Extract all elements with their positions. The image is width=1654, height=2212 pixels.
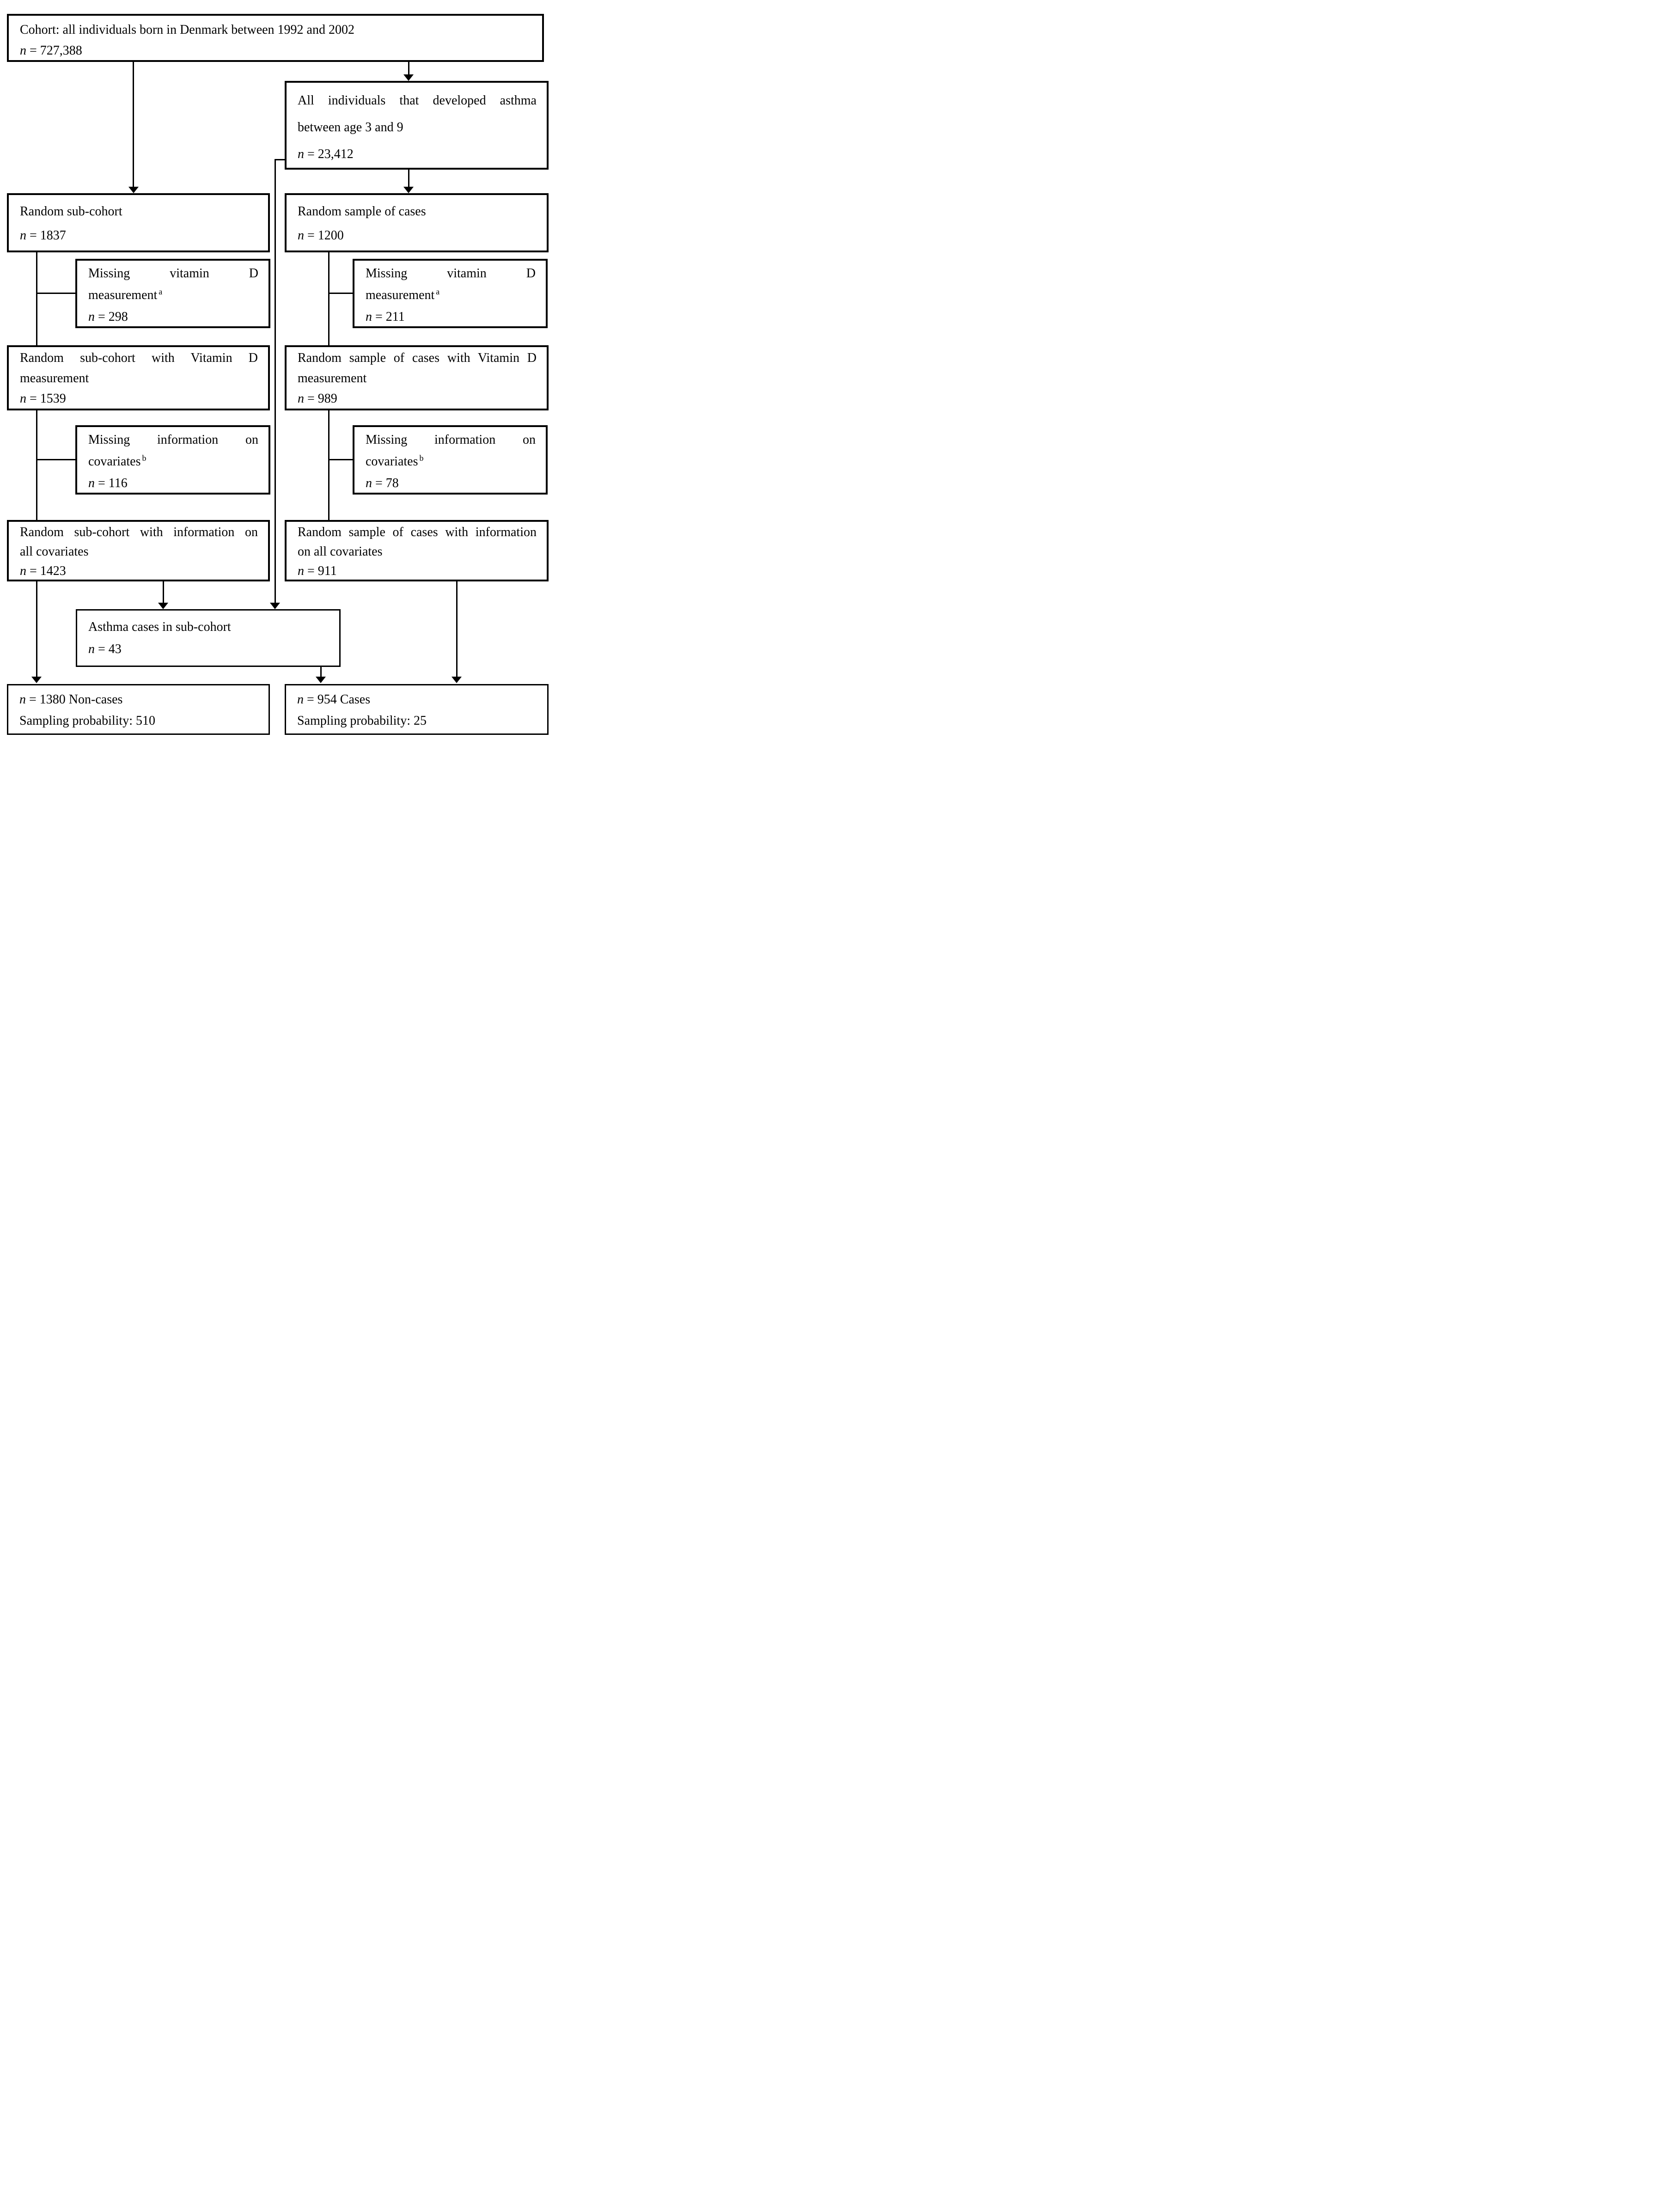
flow-line-subcov-to-asthmasub	[163, 581, 164, 603]
box-subcohort-covariates-label1: Random sub-cohort with information on	[20, 525, 258, 539]
box-asthma-in-subcohort: Asthma cases in sub-cohort n = 43	[76, 609, 341, 667]
exclusion-stub-right-2	[328, 459, 353, 460]
exclusion-stub-left-2	[36, 459, 75, 460]
box-subcohort-vitd-label2: measurement	[20, 371, 89, 385]
box-random-cases: Random sample of cases n = 1200	[285, 193, 549, 252]
box-missing-cov-right-n: n = 78	[366, 476, 399, 490]
box-missing-vitd-right-label1: Missing vitamin D	[366, 266, 536, 281]
arrow-head-down	[31, 677, 42, 683]
box-cohort: Cohort: all individuals born in Denmark …	[7, 14, 544, 62]
box-cases-final: n = 954 Cases Sampling probability: 25	[285, 684, 549, 735]
arrow-head-down	[403, 187, 414, 193]
box-missing-vitd-left-label1: Missing vitamin D	[88, 266, 258, 281]
box-asthma-in-subcohort-label: Asthma cases in sub-cohort	[88, 620, 231, 634]
box-cases-covariates-n: n = 911	[298, 564, 337, 578]
footnote-a-marker: a	[159, 287, 163, 296]
box-missing-cov-left-label1: Missing information on	[88, 433, 258, 447]
flow-line-asthma-stub	[275, 159, 286, 160]
box-subcohort-vitd-n: n = 1539	[20, 391, 66, 406]
flow-line-asthma-to-subcohort-cases	[275, 159, 276, 603]
box-subcohort-covariates-label2: all covariates	[20, 544, 89, 559]
box-asthma-all: All individuals that developed asthma be…	[285, 81, 549, 170]
box-cases-vitd-label2: measurement	[298, 371, 367, 385]
box-noncases: n = 1380 Non-cases Sampling probability:…	[7, 684, 270, 735]
flow-line-cohort-to-asthma	[408, 62, 409, 75]
flowchart-figure: Cohort: all individuals born in Denmark …	[0, 0, 551, 737]
box-cases-vitd-n: n = 989	[298, 391, 337, 406]
flow-line-subcov-to-noncases	[36, 581, 37, 677]
box-random-cases-label: Random sample of cases	[298, 204, 426, 219]
footnote-b-marker: b	[142, 453, 146, 463]
exclusion-line-right-2	[328, 410, 330, 520]
box-subcohort-covariates: Random sub-cohort with information on al…	[7, 520, 270, 581]
flow-line-casescov-to-casesfinal	[456, 581, 458, 677]
exclusion-stub-left-1	[36, 293, 75, 294]
exclusion-stub-right-1	[328, 293, 353, 294]
box-random-cases-n: n = 1200	[298, 228, 344, 243]
box-cases-final-n: n = 954 Cases	[297, 692, 371, 707]
box-cases-vitd: Random sample of cases with Vitamin D me…	[285, 345, 549, 410]
box-cases-final-sampling: Sampling probability: 25	[297, 714, 427, 728]
box-cohort-label: Cohort: all individuals born in Denmark …	[20, 23, 354, 37]
box-cases-covariates-label1: Random sample of cases with information	[298, 525, 537, 539]
box-missing-cov-right-label1: Missing information on	[366, 433, 536, 447]
box-missing-vitd-right-n: n = 211	[366, 310, 405, 324]
box-random-subcohort-n: n = 1837	[20, 228, 66, 243]
box-cohort-n: n = 727,388	[20, 43, 82, 58]
exclusion-line-left-2	[36, 410, 37, 520]
box-noncases-n: n = 1380 Non-cases	[19, 692, 123, 707]
arrow-head-down	[403, 74, 414, 81]
flow-line-cohort-to-subcohort	[133, 62, 134, 187]
box-subcohort-vitd: Random sub-cohort with Vitamin D measure…	[7, 345, 270, 410]
box-random-subcohort-label: Random sub-cohort	[20, 204, 122, 219]
arrow-head-down	[270, 603, 280, 609]
box-cases-covariates-label2: on all covariates	[298, 544, 383, 559]
box-cases-vitd-label1: Random sample of cases with Vitamin D	[298, 351, 537, 365]
footnote-a-marker: a	[436, 287, 440, 296]
box-asthma-in-subcohort-n: n = 43	[88, 642, 122, 656]
box-subcohort-covariates-n: n = 1423	[20, 564, 66, 578]
arrow-head-down	[158, 603, 168, 609]
box-cases-covariates: Random sample of cases with information …	[285, 520, 549, 581]
box-missing-vitd-left-n: n = 298	[88, 310, 128, 324]
exclusion-line-right-1	[328, 252, 330, 345]
exclusion-line-left-1	[36, 252, 37, 345]
box-asthma-all-n: n = 23,412	[298, 147, 354, 161]
box-random-subcohort: Random sub-cohort n = 1837	[7, 193, 270, 252]
flow-line-asthmasub-to-casesfinal	[320, 667, 322, 677]
footnote-b-marker: b	[419, 453, 424, 463]
flow-line-asthma-to-randomcases	[408, 169, 409, 187]
box-missing-cov-left-n: n = 116	[88, 476, 128, 490]
box-asthma-all-label2: between age 3 and 9	[298, 120, 403, 134]
arrow-head-down	[128, 187, 139, 193]
arrow-head-down	[316, 677, 326, 683]
arrow-head-down	[452, 677, 462, 683]
box-asthma-all-label1: All individuals that developed asthma	[298, 93, 537, 108]
box-noncases-sampling: Sampling probability: 510	[19, 714, 155, 728]
box-subcohort-vitd-label1: Random sub-cohort with Vitamin D	[20, 351, 258, 365]
